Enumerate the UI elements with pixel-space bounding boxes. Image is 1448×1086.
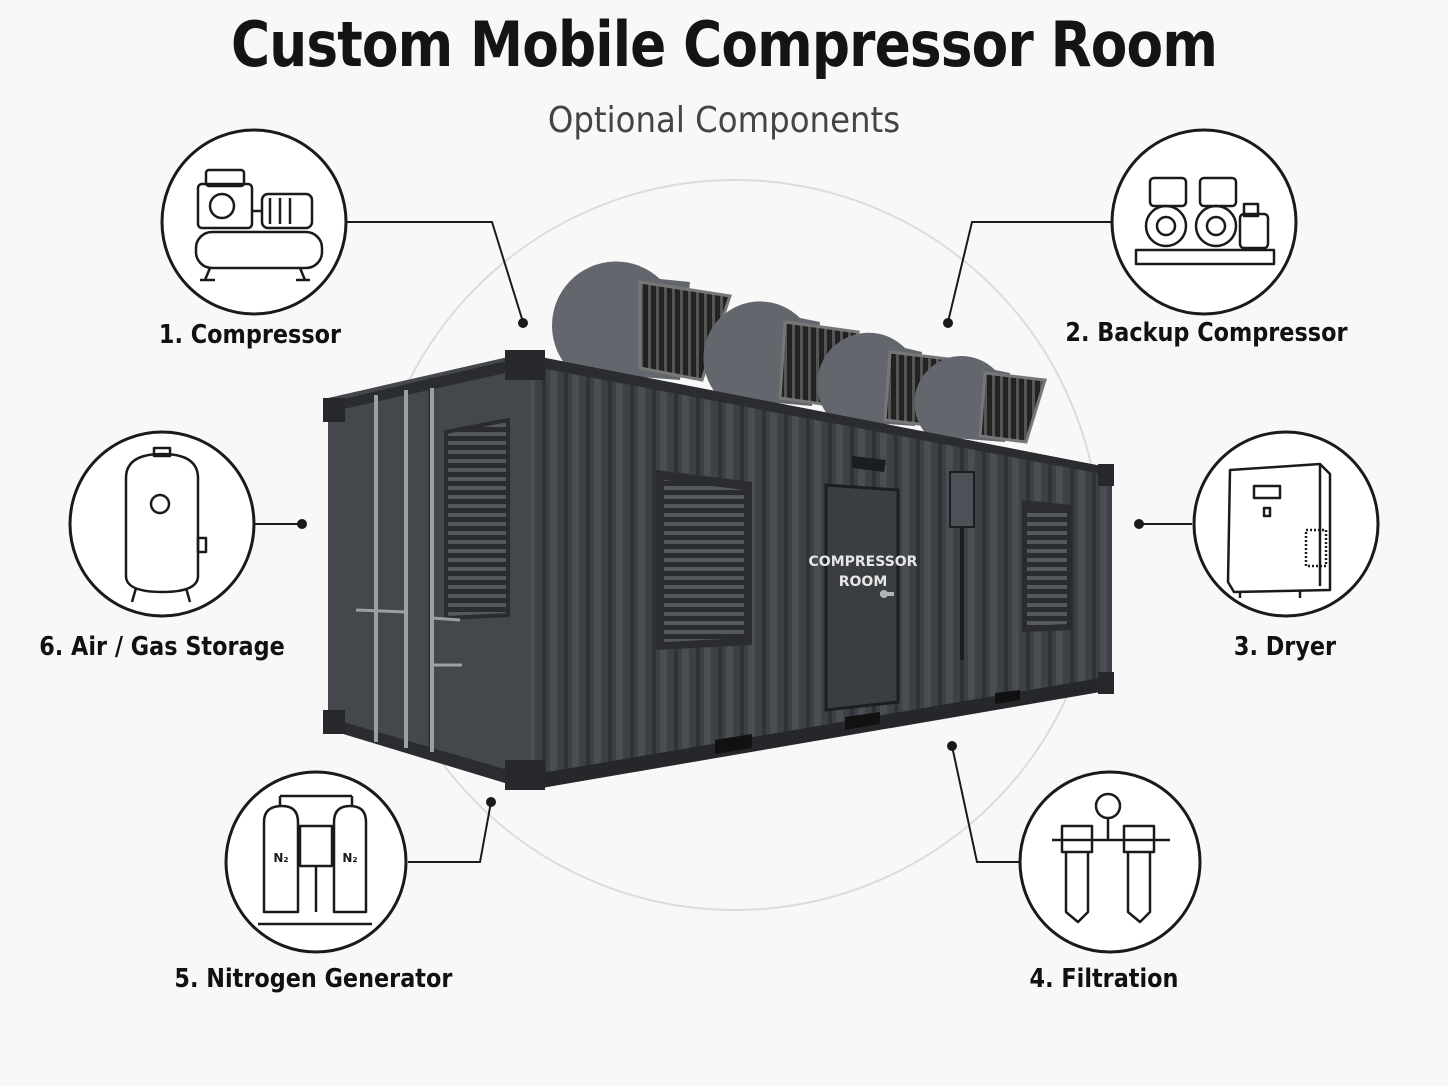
- door-lock-bars: [374, 388, 434, 752]
- n2-tank-label-left: N₂: [273, 851, 288, 865]
- door-sign-line1: COMPRESSOR: [809, 554, 918, 570]
- service-door: [824, 483, 900, 712]
- roof-fan-1: [552, 261, 732, 382]
- leader-lines: [252, 221, 1192, 863]
- container-unit: [323, 261, 1114, 790]
- leader-dots: [297, 318, 1144, 807]
- page-subtitle: Optional Components: [547, 100, 901, 141]
- backup-compressor-icon: [1110, 128, 1298, 316]
- label-nitrogen-generator: 5. Nitrogen Generator: [174, 964, 453, 994]
- label-compressor: 1. Compressor: [158, 320, 342, 350]
- roof-fans: [552, 261, 1047, 444]
- label-dryer: 3. Dryer: [1233, 632, 1337, 662]
- leader-line-filtration: [951, 745, 1020, 863]
- leader-line-nitrogen-generator: [408, 801, 492, 863]
- leader-line-compressor: [345, 221, 524, 323]
- filtration-icon: [1018, 770, 1202, 954]
- container-long-side: [530, 355, 1112, 790]
- page-title: Custom Mobile Compressor Room: [230, 8, 1218, 81]
- roof-fan-4: [914, 355, 1047, 444]
- n2-tank-label-right: N₂: [342, 851, 357, 865]
- label-backup-compressor: 2. Backup Compressor: [1065, 318, 1348, 348]
- nitrogen-generator-icon: [224, 770, 408, 954]
- compressor-icon: [160, 128, 348, 316]
- dryer-icon: [1192, 430, 1380, 618]
- air-gas-storage-icon: [68, 430, 256, 618]
- leader-line-backup-compressor: [947, 221, 1113, 323]
- label-air-gas-storage: 6. Air / Gas Storage: [39, 632, 285, 662]
- door-sign-line2: ROOM: [839, 574, 888, 590]
- label-filtration: 4. Filtration: [1029, 964, 1179, 994]
- end-door-louver: [444, 417, 510, 621]
